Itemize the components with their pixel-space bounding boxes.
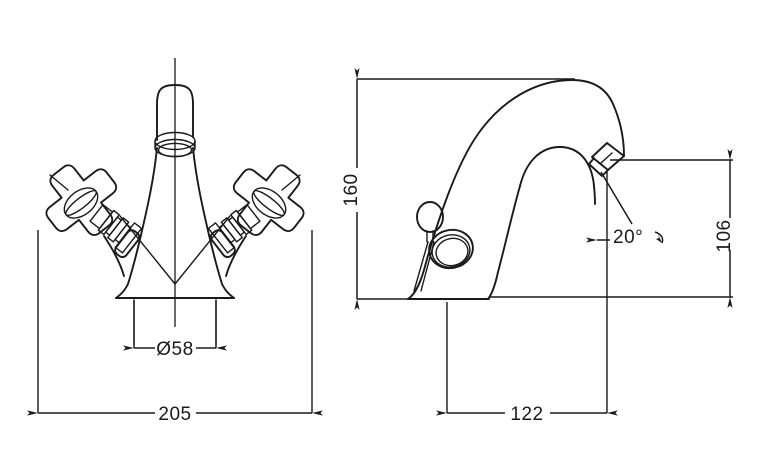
dimension-diameter-58: Ø58 xyxy=(123,300,227,360)
front-view xyxy=(45,58,305,346)
dimension-label-angle: 20° xyxy=(613,227,643,248)
dimension-spout-height-106: 106 xyxy=(490,149,735,308)
valve-body-ring xyxy=(428,228,474,270)
dimension-label-height: 160 xyxy=(341,173,362,206)
dimension-height-160: 160 xyxy=(341,68,575,310)
dimension-reach-122: 122 xyxy=(436,170,618,425)
dimension-angle-20: 20° xyxy=(586,171,664,248)
dimension-label-width: 205 xyxy=(158,404,191,425)
dimension-label-spout-height: 106 xyxy=(714,219,735,252)
handle-right xyxy=(207,164,305,277)
dimension-width-205: 205 xyxy=(27,230,323,425)
spout-column xyxy=(115,84,235,299)
handle-left xyxy=(45,164,143,277)
aerator-rings xyxy=(154,131,196,158)
spout-outlet xyxy=(588,142,625,177)
dimension-label-reach: 122 xyxy=(510,404,543,425)
dimension-label-diameter: Ø58 xyxy=(156,339,193,360)
side-view xyxy=(407,79,625,300)
body-v-arms xyxy=(119,215,231,285)
